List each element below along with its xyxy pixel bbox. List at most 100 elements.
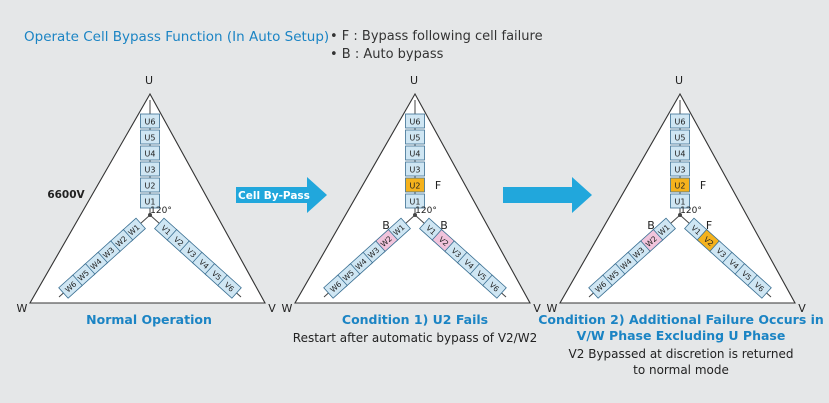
cell-v6: V6 bbox=[217, 274, 242, 299]
angle-label: 120° bbox=[415, 206, 437, 216]
marker-f: F bbox=[700, 179, 706, 192]
cell-w6: W6 bbox=[323, 274, 348, 299]
cell-box bbox=[670, 145, 690, 161]
neutral-point bbox=[148, 213, 152, 217]
cell-label: U2 bbox=[145, 182, 156, 191]
caption-panel-3-line1: Condition 2) Additional Failure Occurs i… bbox=[538, 312, 824, 327]
cell-u3: U3 bbox=[670, 161, 690, 177]
cell-box bbox=[140, 161, 160, 177]
cell-box bbox=[405, 113, 425, 129]
phase-label-v: V bbox=[798, 302, 806, 315]
cell-w6: W6 bbox=[588, 274, 613, 299]
cell-u4: U4 bbox=[670, 145, 690, 161]
caption-panel-3-line2: V/W Phase Excluding U Phase bbox=[577, 328, 786, 343]
legend-f: • F : Bypass following cell failure bbox=[330, 29, 543, 44]
phase-label-u: U bbox=[675, 74, 683, 87]
phase-label-w: W bbox=[282, 302, 293, 315]
phase-label-u: U bbox=[145, 74, 153, 87]
cell-u3: U3 bbox=[140, 161, 160, 177]
phase-label-v: V bbox=[533, 302, 541, 315]
page-title: Operate Cell Bypass Function (In Auto Se… bbox=[24, 29, 330, 45]
cell-box bbox=[670, 161, 690, 177]
cell-box bbox=[405, 129, 425, 145]
legend-b: • B : Auto bypass bbox=[330, 47, 444, 62]
cell-box bbox=[670, 113, 690, 129]
cell-label: U4 bbox=[675, 150, 686, 159]
cell-box bbox=[140, 193, 160, 209]
cell-v6: V6 bbox=[747, 274, 772, 299]
cell-box bbox=[670, 129, 690, 145]
cell-box bbox=[405, 177, 425, 193]
cell-label: U3 bbox=[675, 166, 686, 175]
cell-u5: U5 bbox=[670, 129, 690, 145]
marker-b: B bbox=[382, 219, 390, 232]
cell-box bbox=[140, 177, 160, 193]
cell-u4: U4 bbox=[405, 145, 425, 161]
cell-label: U1 bbox=[145, 198, 156, 207]
phase-label-u: U bbox=[410, 74, 418, 87]
cell-box bbox=[217, 274, 242, 299]
cell-box bbox=[140, 145, 160, 161]
phase-label-w: W bbox=[17, 302, 28, 315]
cell-label: U1 bbox=[675, 198, 686, 207]
cell-label: U5 bbox=[675, 134, 686, 143]
cell-u2: U2 F bbox=[670, 177, 706, 193]
cell-box bbox=[670, 177, 690, 193]
arrow-cell-bypass bbox=[236, 177, 327, 213]
cell-u4: U4 bbox=[140, 145, 160, 161]
cell-label: U5 bbox=[145, 134, 156, 143]
cell-box bbox=[323, 274, 348, 299]
cell-box bbox=[140, 113, 160, 129]
cell-u2: U2 bbox=[140, 177, 160, 193]
cell-u1: U1 bbox=[405, 193, 425, 209]
neutral-point bbox=[413, 213, 417, 217]
cell-u1: U1 bbox=[140, 193, 160, 209]
arrow-additional-failure bbox=[503, 177, 592, 213]
cell-label: U1 bbox=[410, 198, 421, 207]
cell-label: U2 bbox=[675, 182, 686, 191]
cell-label: U2 bbox=[410, 182, 421, 191]
cell-label: U6 bbox=[145, 118, 156, 127]
marker-f: F bbox=[706, 219, 712, 232]
subcaption-panel-3-line2: to normal mode bbox=[633, 363, 729, 377]
cell-u1: U1 bbox=[670, 193, 690, 209]
cell-u5: U5 bbox=[140, 129, 160, 145]
cell-label: U4 bbox=[410, 150, 421, 159]
phase-label-w: W bbox=[547, 302, 558, 315]
cell-label: U3 bbox=[145, 166, 156, 175]
cell-u5: U5 bbox=[405, 129, 425, 145]
voltage-label: 6600V bbox=[47, 189, 85, 201]
cell-label: U3 bbox=[410, 166, 421, 175]
cell-u3: U3 bbox=[405, 161, 425, 177]
subcaption-panel-3-line1: V2 Bypassed at discretion is returned bbox=[569, 347, 794, 361]
cell-box bbox=[482, 274, 507, 299]
cell-v6: V6 bbox=[482, 274, 507, 299]
cell-u6: U6 bbox=[140, 113, 160, 129]
cell-w6: W6 bbox=[58, 274, 83, 299]
caption-panel-2: Condition 1) U2 Fails bbox=[342, 312, 488, 327]
cell-label: U6 bbox=[675, 118, 686, 127]
cell-box bbox=[747, 274, 772, 299]
cell-box bbox=[405, 145, 425, 161]
marker-b: B bbox=[647, 219, 655, 232]
cell-box bbox=[140, 129, 160, 145]
cell-box bbox=[670, 193, 690, 209]
marker-b: B bbox=[440, 219, 448, 232]
phase-label-v: V bbox=[268, 302, 276, 315]
cell-u6: U6 bbox=[405, 113, 425, 129]
caption-panel-1: Normal Operation bbox=[86, 312, 212, 327]
cell-box bbox=[588, 274, 613, 299]
cell-box bbox=[405, 161, 425, 177]
cell-label: U4 bbox=[145, 150, 156, 159]
cell-box bbox=[58, 274, 83, 299]
neutral-point bbox=[678, 213, 682, 217]
angle-label: 120° bbox=[150, 206, 172, 216]
cell-box bbox=[405, 193, 425, 209]
cell-label: U5 bbox=[410, 134, 421, 143]
